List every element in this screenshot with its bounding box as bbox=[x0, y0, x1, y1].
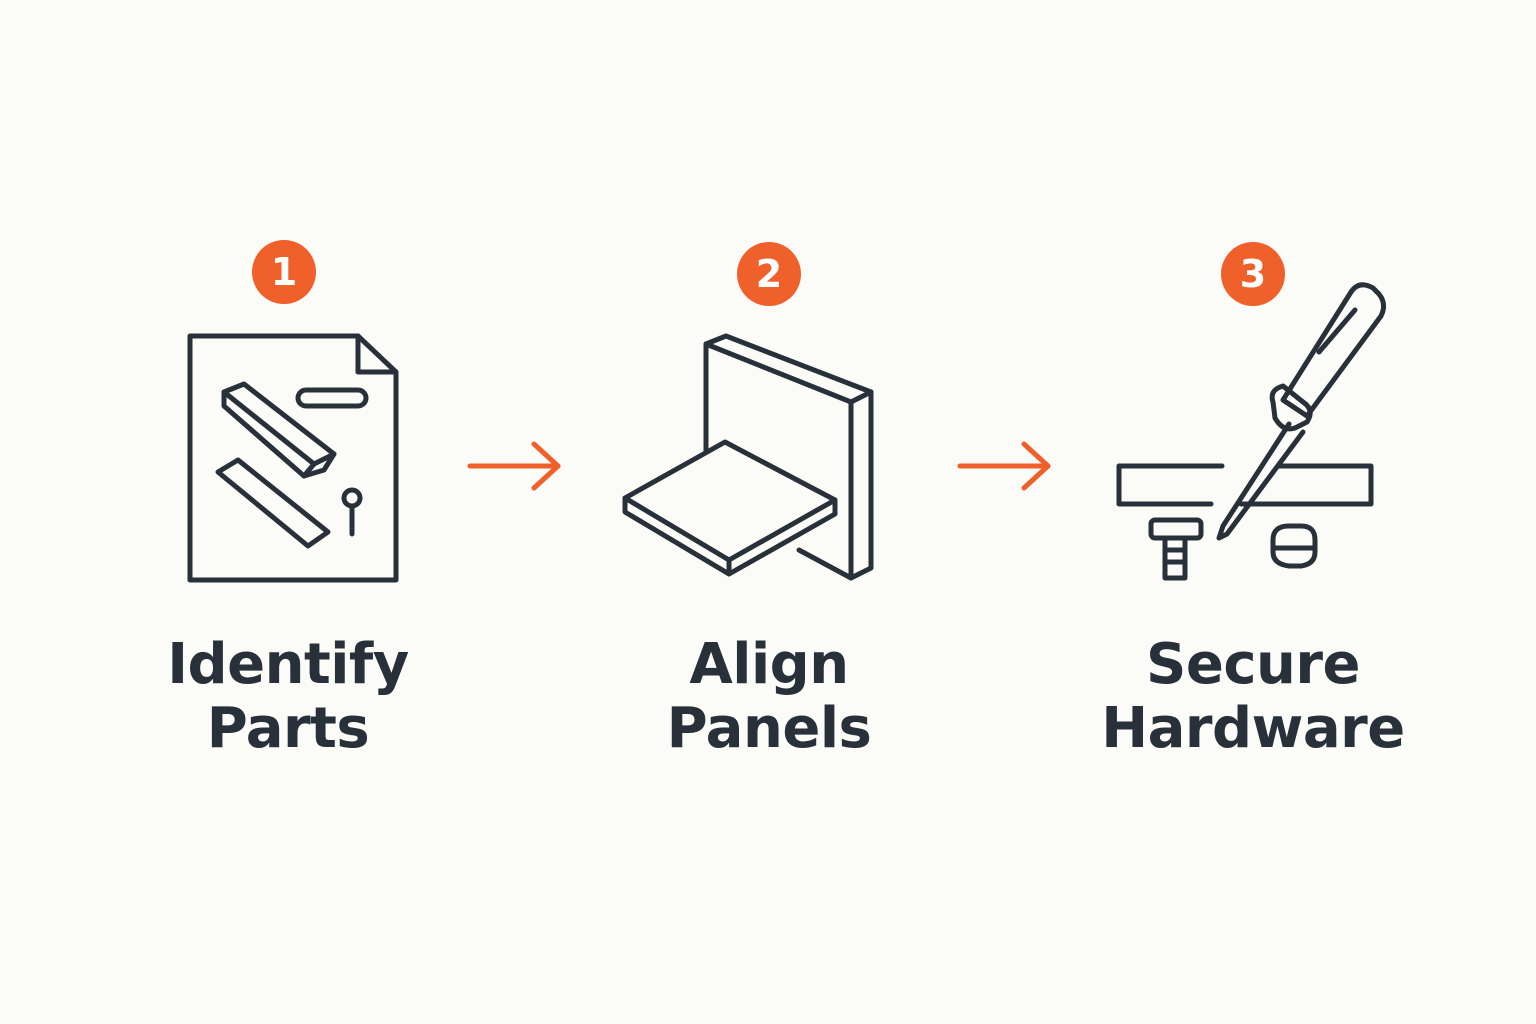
panels-icon bbox=[622, 333, 874, 581]
step-label: Identify Parts bbox=[118, 633, 458, 761]
step-number-badge: 2 bbox=[737, 242, 801, 306]
screwdriver-icon bbox=[1116, 282, 1387, 581]
step-label-line-2: Hardware bbox=[1101, 696, 1405, 761]
step-label: Align Panels bbox=[599, 633, 939, 761]
step-number-badge: 3 bbox=[1221, 242, 1285, 306]
step-label: Secure Hardware bbox=[1083, 633, 1423, 761]
step-number-badge: 1 bbox=[252, 240, 316, 304]
step-label-line-1: Identify bbox=[167, 632, 409, 697]
step-label-line-1: Align bbox=[689, 632, 849, 697]
step-label-line-2: Parts bbox=[206, 696, 370, 761]
step-label-line-2: Panels bbox=[666, 696, 872, 761]
arrow-right-icon bbox=[957, 441, 1051, 491]
arrow-right-icon bbox=[467, 441, 561, 491]
step-label-line-1: Secure bbox=[1146, 632, 1360, 697]
parts-sheet-icon bbox=[187, 333, 399, 583]
